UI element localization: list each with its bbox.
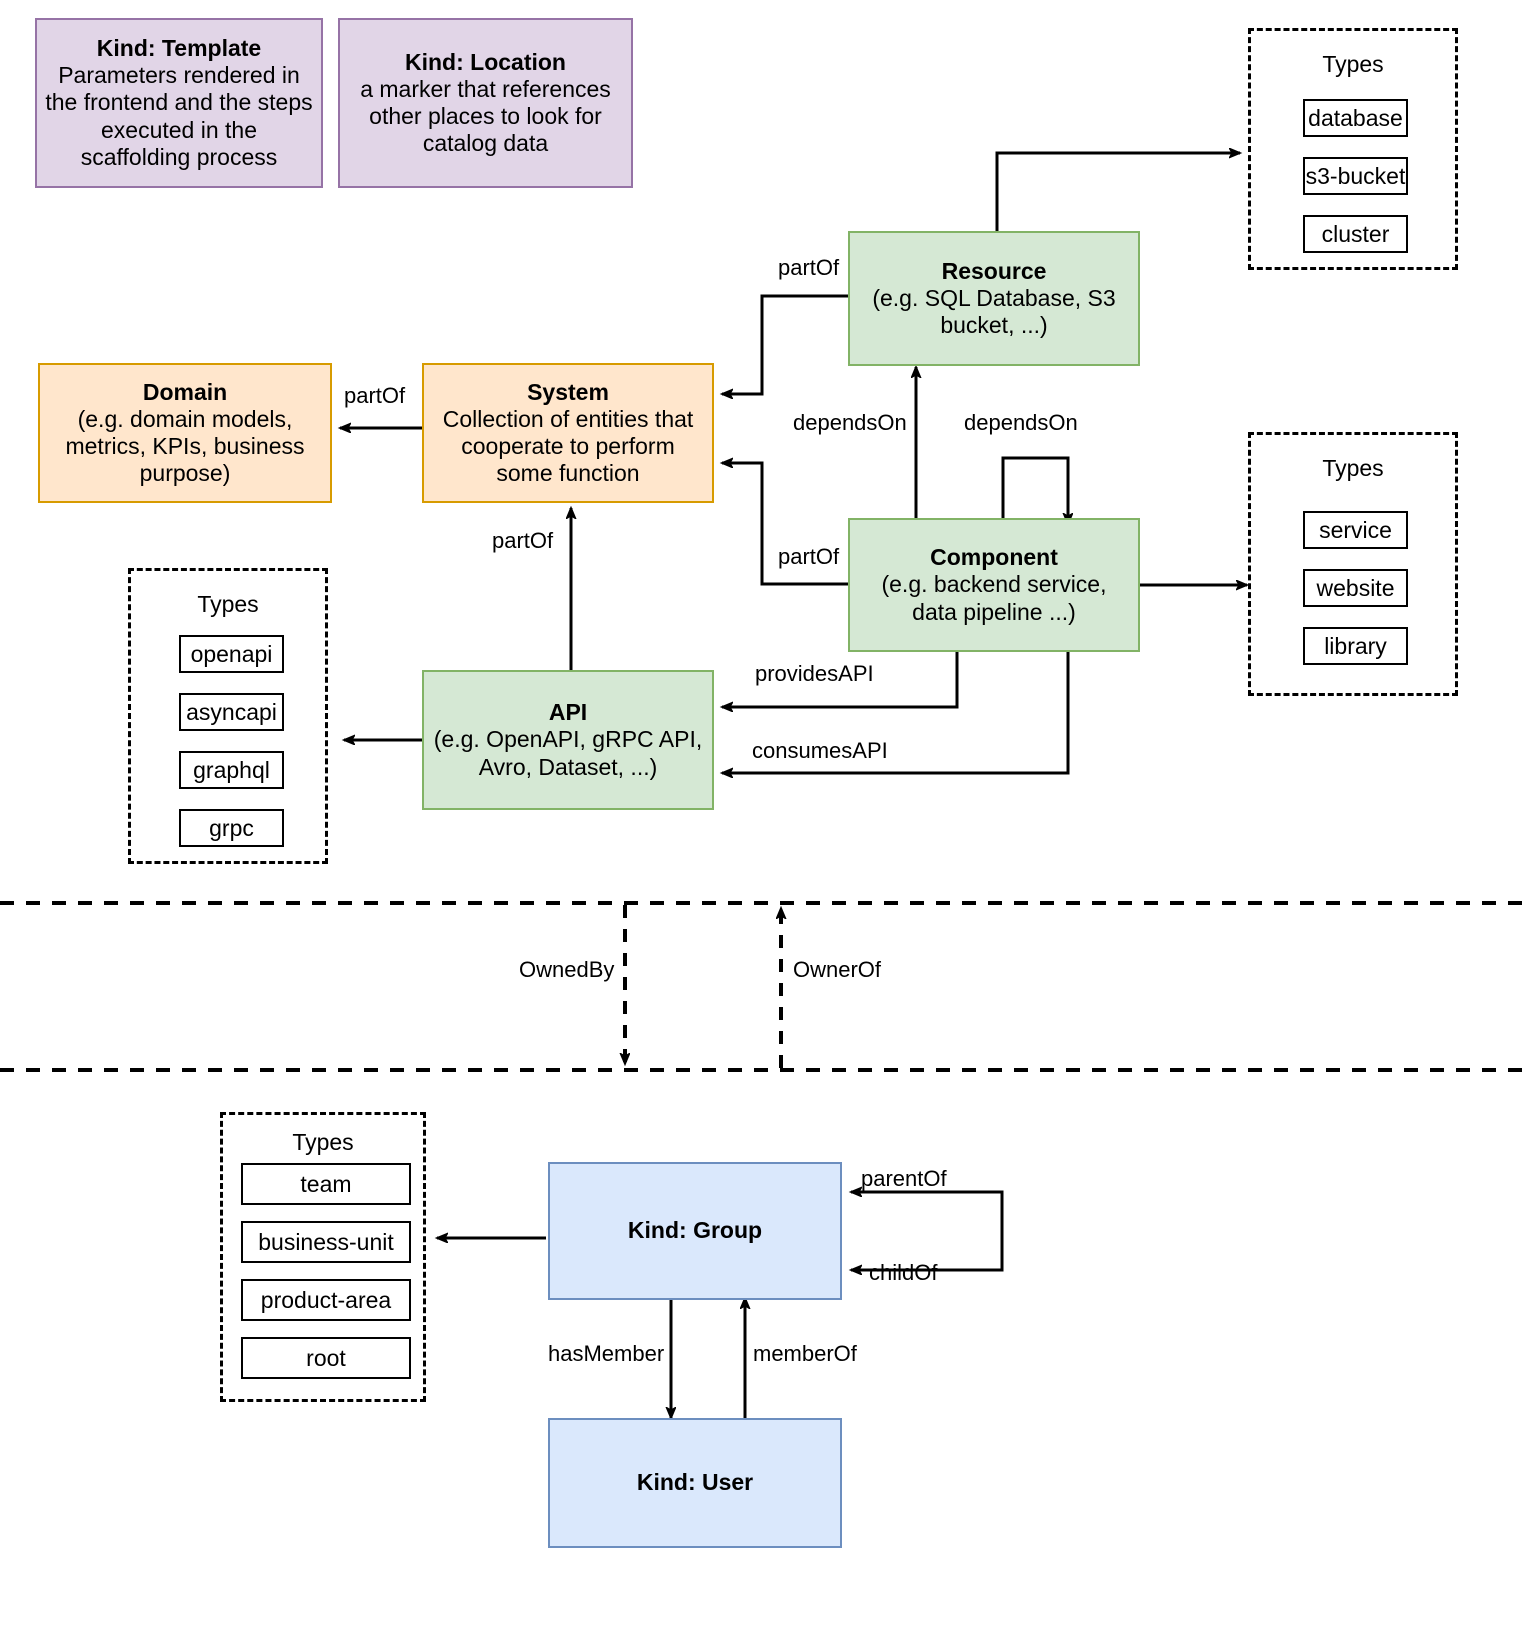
edge-component-providesapi-api	[722, 651, 959, 707]
node-resource-description: (e.g. SQL Database, S3 bucket, ...)	[872, 284, 1116, 339]
edge-group-parentof	[851, 1192, 1004, 1270]
node-location[interactable]: Kind: Location a marker that references …	[338, 18, 633, 188]
node-system-title: System	[527, 378, 609, 405]
edge-label-user-memberof: memberOf	[753, 1341, 857, 1366]
type-chip-grpc[interactable]: grpc	[179, 809, 284, 847]
edge-label-system-partof-domain: partOf	[344, 383, 406, 408]
edge-label-component-partof-system: partOf	[778, 544, 840, 569]
node-template-title: Kind: Template	[96, 35, 262, 62]
edge-label-ownerof: OwnerOf	[793, 957, 882, 982]
edge-component-partof-system	[722, 463, 849, 586]
type-chip-website[interactable]: website	[1303, 569, 1408, 607]
type-group-component: Types service website library	[1248, 432, 1458, 696]
node-user[interactable]: Kind: User	[548, 1418, 842, 1548]
node-template-description: Parameters rendered in the frontend and …	[45, 62, 313, 170]
node-api[interactable]: API (e.g. OpenAPI, gRPC API, Avro, Datas…	[422, 670, 714, 810]
edge-component-consumesapi-api	[722, 651, 1070, 773]
edge-label-component-providesapi: providesAPI	[755, 661, 874, 686]
type-group-group-label: Types	[292, 1129, 354, 1155]
node-domain-title: Domain	[142, 378, 228, 405]
node-component-description: (e.g. backend service, data pipeline ...…	[881, 571, 1107, 625]
type-chip-root[interactable]: root	[241, 1337, 411, 1379]
type-chip-cluster[interactable]: cluster	[1303, 215, 1408, 253]
edge-component-dependson-component	[1001, 456, 1068, 524]
type-group-group: Types team business-unit product-area ro…	[220, 1112, 426, 1402]
node-system-description: Collection of entities that cooperate to…	[442, 405, 694, 487]
edge-label-component-dependson-resource: dependsOn	[793, 410, 907, 435]
node-location-description: a marker that references other places to…	[360, 75, 611, 157]
node-group-title: Kind: Group	[627, 1217, 763, 1244]
type-group-component-label: Types	[1322, 455, 1384, 481]
node-user-title: Kind: User	[636, 1469, 754, 1496]
edge-group-childof	[851, 1192, 1004, 1270]
type-chip-product-area[interactable]: product-area	[241, 1279, 411, 1321]
type-chip-team[interactable]: team	[241, 1163, 411, 1205]
node-component-title: Component	[930, 544, 1058, 571]
node-api-description: (e.g. OpenAPI, gRPC API, Avro, Dataset, …	[433, 726, 703, 780]
type-group-resource: Types database s3-bucket cluster	[1248, 28, 1458, 270]
edge-label-group-parentof: parentOf	[861, 1166, 947, 1191]
node-api-title: API	[548, 699, 588, 726]
edge-resource-to-types	[995, 153, 1240, 232]
node-group[interactable]: Kind: Group	[548, 1162, 842, 1300]
type-chip-openapi[interactable]: openapi	[179, 635, 284, 673]
node-resource-title: Resource	[941, 257, 1047, 284]
type-chip-asyncapi[interactable]: asyncapi	[179, 693, 284, 731]
node-domain-description: (e.g. domain models, metrics, KPIs, busi…	[65, 405, 305, 487]
edge-resource-partof-system	[722, 294, 849, 394]
edge-label-ownedby: OwnedBy	[519, 957, 615, 982]
node-template[interactable]: Kind: Template Parameters rendered in th…	[35, 18, 323, 188]
edge-label-component-consumesapi: consumesAPI	[752, 738, 888, 763]
node-resource[interactable]: Resource (e.g. SQL Database, S3 bucket, …	[848, 231, 1140, 366]
type-chip-service[interactable]: service	[1303, 511, 1408, 549]
edge-label-group-hasmember: hasMember	[548, 1341, 665, 1366]
type-chip-s3-bucket[interactable]: s3-bucket	[1303, 157, 1408, 195]
type-group-api: Types openapi asyncapi graphql grpc	[128, 568, 328, 864]
node-component[interactable]: Component (e.g. backend service, data pi…	[848, 518, 1140, 652]
type-group-api-label: Types	[197, 591, 259, 617]
edge-label-group-childof: childOf	[869, 1260, 938, 1285]
type-chip-graphql[interactable]: graphql	[179, 751, 284, 789]
type-chip-library[interactable]: library	[1303, 627, 1408, 665]
node-system[interactable]: System Collection of entities that coope…	[422, 363, 714, 503]
edge-label-resource-partof-system: partOf	[778, 255, 840, 280]
node-location-title: Kind: Location	[405, 48, 566, 75]
edge-label-api-partof-system: partOf	[492, 528, 554, 553]
type-chip-business-unit[interactable]: business-unit	[241, 1221, 411, 1263]
edge-label-component-dependson-component: dependsOn	[964, 410, 1078, 435]
node-domain[interactable]: Domain (e.g. domain models, metrics, KPI…	[38, 363, 332, 503]
type-chip-database[interactable]: database	[1303, 99, 1408, 137]
type-group-resource-label: Types	[1322, 51, 1384, 77]
